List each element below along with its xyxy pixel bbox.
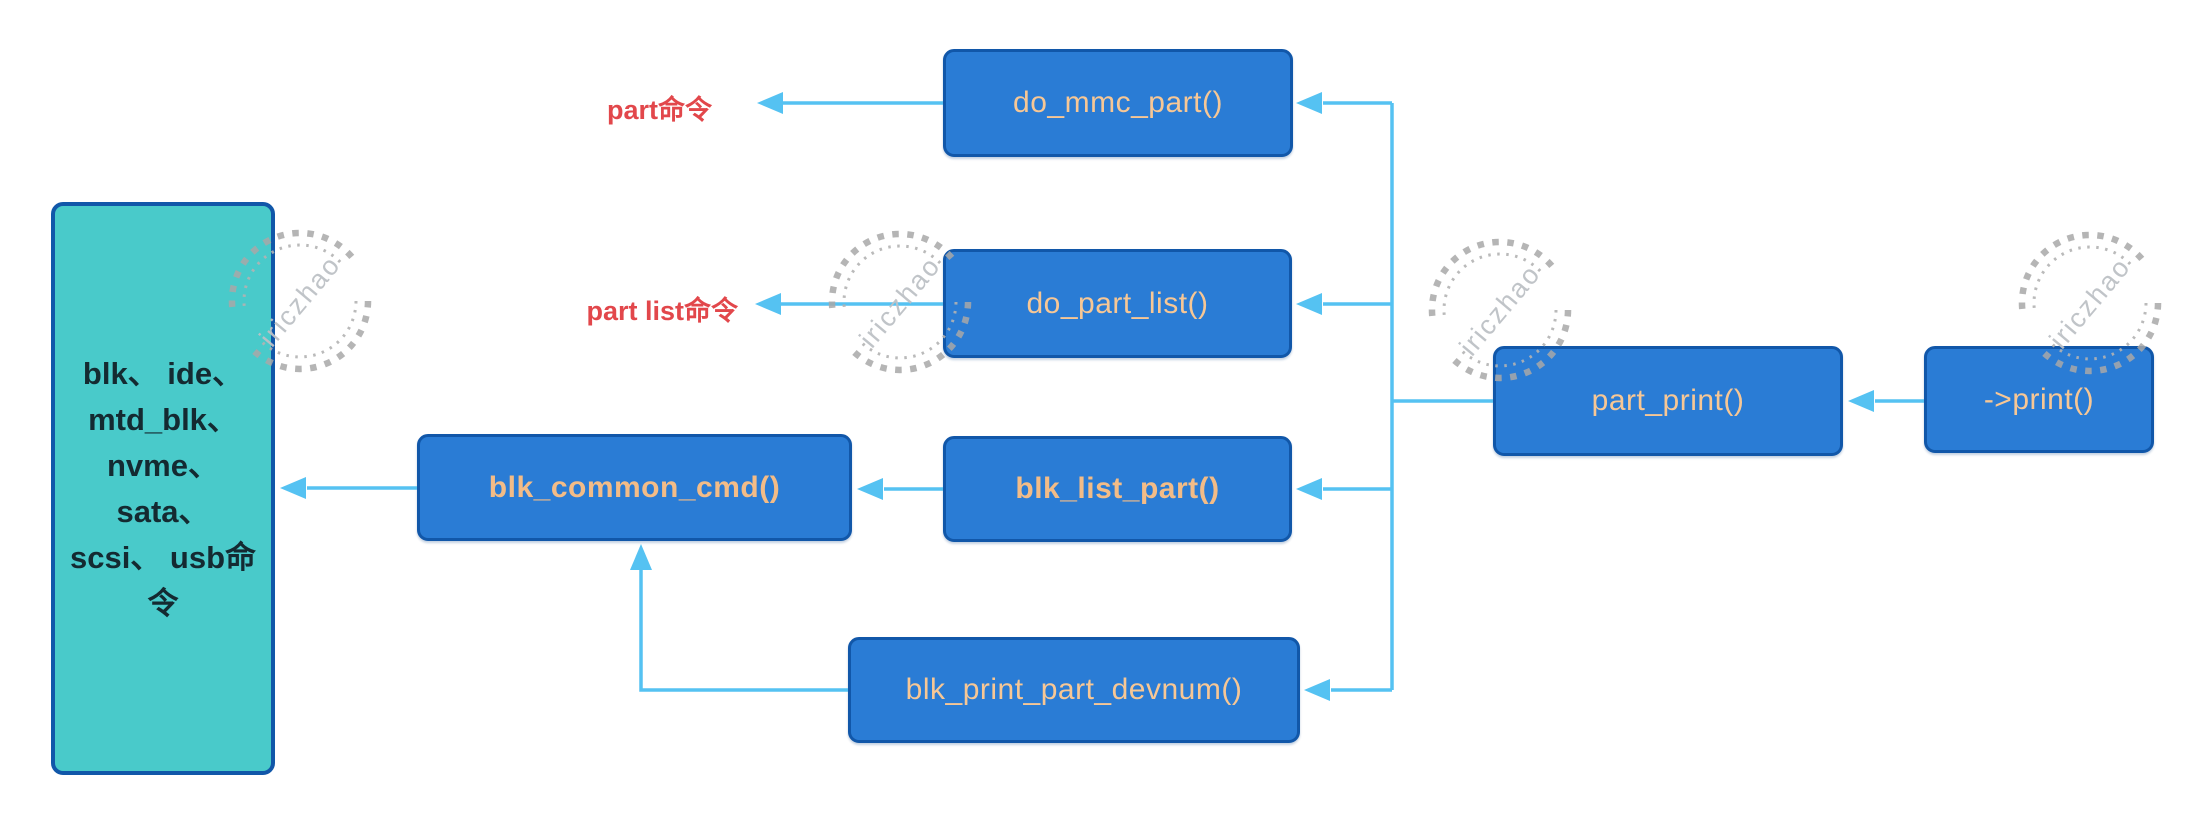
watermark-text: iriczhao (853, 251, 946, 354)
device-commands-line: nvme、 (107, 447, 219, 483)
arrow-trunk-to-do-mmc-part (1296, 92, 1392, 114)
device-commands-line: mtd_blk、 (88, 401, 238, 437)
node-label: do_mmc_part() (1013, 86, 1223, 119)
connector-trunk (1390, 103, 1493, 690)
device-commands-line: blk、 ide、 (82, 355, 244, 391)
label-part-cmd: part命令 (606, 95, 712, 125)
node-label: do_part_list() (1026, 286, 1209, 320)
node-label: blk_print_part_devnum() (905, 673, 1243, 706)
node-label: blk_common_cmd() (488, 470, 781, 504)
arrow-blk-list-to-blk-common (857, 478, 943, 500)
arrow-printop-to-part-print (1848, 390, 1924, 412)
node-part-print: part_print() (1493, 346, 1843, 456)
arrow-trunk-to-do-part-list (1296, 293, 1392, 315)
device-commands-line: scsi、 usb命 (69, 539, 257, 575)
node-label: ->print() (1983, 382, 2095, 416)
arrow-trunk-to-blk-print-part-devnum (1304, 679, 1392, 701)
node-label: part_print() (1591, 384, 1745, 417)
node-device-commands: blk、 ide、 mtd_blk、 nvme、 sata、 scsi、 usb… (51, 202, 275, 775)
node-blk-common-cmd: blk_common_cmd() (417, 434, 852, 541)
label-part-list-cmd: part list命令 (586, 296, 738, 326)
node-blk-print-part-devnum: blk_print_part_devnum() (848, 637, 1300, 743)
node-do-mmc-part: do_mmc_part() (943, 49, 1293, 157)
watermark-text: iriczhao (2043, 252, 2136, 355)
node-print-op: ->print() (1924, 346, 2154, 453)
node-label: blk_list_part() (1015, 472, 1220, 505)
device-commands-line: 令 (147, 585, 179, 621)
arrow-blk-common-to-device-cmds (280, 477, 417, 499)
arrow-partlist-to-partlist-cmd (755, 293, 943, 315)
arrow-blk-print-to-blk-common (630, 544, 848, 692)
arrow-trunk-to-blk-list-part (1296, 478, 1392, 500)
device-commands-line: sata、 (116, 493, 210, 529)
arrow-mmc-to-part-cmd (757, 92, 943, 114)
node-blk-list-part: blk_list_part() (943, 436, 1292, 542)
node-do-part-list: do_part_list() (943, 249, 1292, 358)
